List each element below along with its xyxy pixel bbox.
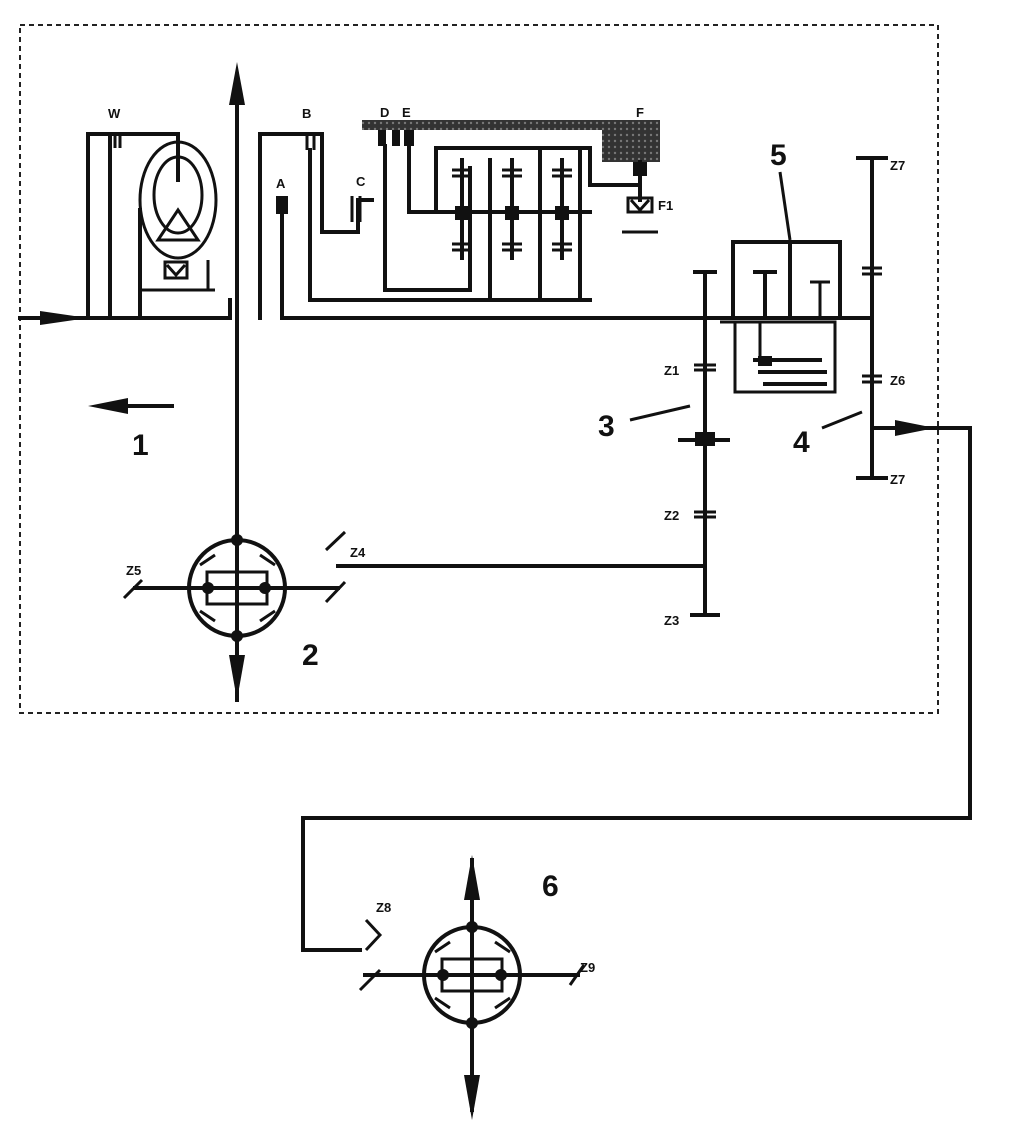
label-d: D xyxy=(380,105,389,120)
label-z9: Z9 xyxy=(580,960,595,975)
label-z4: Z4 xyxy=(350,545,366,560)
torque-converter xyxy=(113,134,218,320)
callout-3: 3 xyxy=(598,410,615,443)
rear-differential-6 xyxy=(358,855,586,1120)
limited-slip-unit-5 xyxy=(693,240,870,394)
housing-boundary xyxy=(19,24,939,714)
vertical-output-shaft xyxy=(229,62,245,702)
callout-1: 1 xyxy=(132,429,149,462)
output-shaft-4 xyxy=(301,156,972,952)
label-f: F xyxy=(636,105,644,120)
clutch-paths xyxy=(258,132,702,320)
callout-4: 4 xyxy=(793,426,810,459)
label-z8: Z8 xyxy=(376,900,391,915)
callout-5: 5 xyxy=(770,139,787,172)
label-c: C xyxy=(356,174,366,189)
label-z7-top: Z7 xyxy=(890,158,905,173)
label-z3: Z3 xyxy=(664,613,679,628)
callout-2: 2 xyxy=(302,639,319,672)
label-z6: Z6 xyxy=(890,373,905,388)
direction-arrow xyxy=(88,398,174,414)
callout-6: 6 xyxy=(542,870,559,903)
front-differential-2 xyxy=(122,530,707,642)
label-e: E xyxy=(402,105,411,120)
label-f1: F1 xyxy=(658,198,673,213)
label-z1: Z1 xyxy=(664,363,679,378)
label-b: B xyxy=(302,106,311,121)
leader-lines xyxy=(629,171,863,430)
label-z5: Z5 xyxy=(126,563,141,578)
label-z7-bottom: Z7 xyxy=(890,472,905,487)
label-a: A xyxy=(276,176,286,191)
label-z2: Z2 xyxy=(664,508,679,523)
label-w: W xyxy=(108,106,121,121)
planetary-sets xyxy=(452,148,582,302)
brake-strip xyxy=(362,120,660,292)
countershaft-3 xyxy=(678,320,730,617)
input-shaft xyxy=(18,132,232,325)
